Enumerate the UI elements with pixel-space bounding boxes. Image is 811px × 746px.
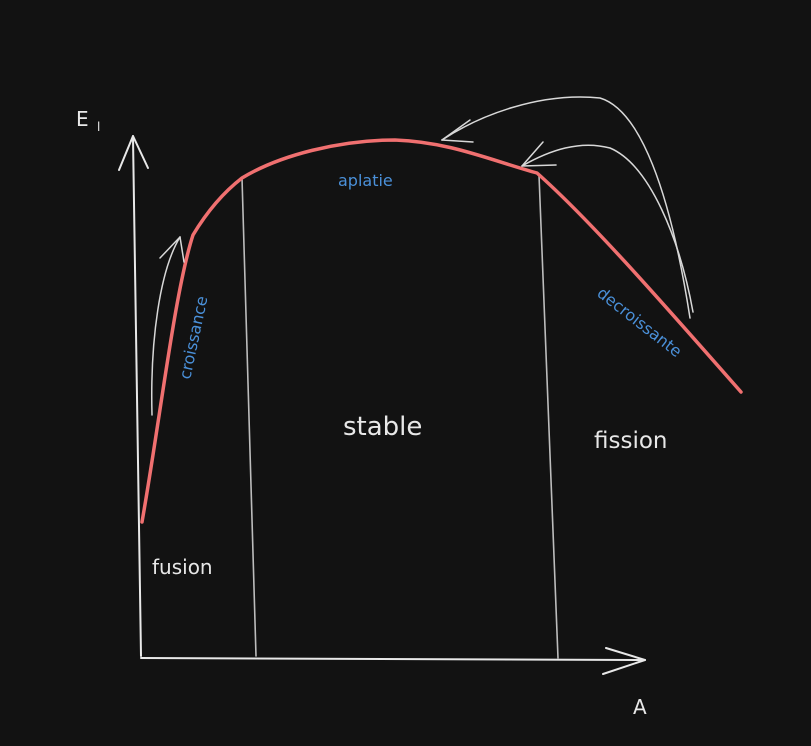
region-label-fusion: fusion	[152, 555, 213, 579]
y-axis-label: E	[76, 107, 89, 131]
outer-loop-arrow	[441, 96, 691, 319]
y-axis-label-subscript: l	[97, 120, 100, 134]
region-label-fission: fission	[594, 428, 668, 454]
curve-label-flat: aplatie	[338, 171, 393, 190]
x-axis	[140, 647, 646, 675]
region-label-stable: stable	[343, 412, 422, 442]
x-axis-label: A	[633, 695, 647, 719]
annotation-arrows	[151, 96, 694, 416]
rising-arrow	[151, 236, 181, 416]
inner-loop-arrow	[521, 144, 694, 313]
region-dividers	[241, 174, 559, 659]
curve-label-falling: decroissante	[594, 283, 686, 361]
curve-label-rising: croissance	[175, 294, 211, 381]
binding-energy-curve	[140, 138, 743, 524]
divider-fusion-stable	[241, 177, 257, 657]
y-axis	[118, 135, 149, 657]
divider-stable-fission	[538, 174, 559, 659]
